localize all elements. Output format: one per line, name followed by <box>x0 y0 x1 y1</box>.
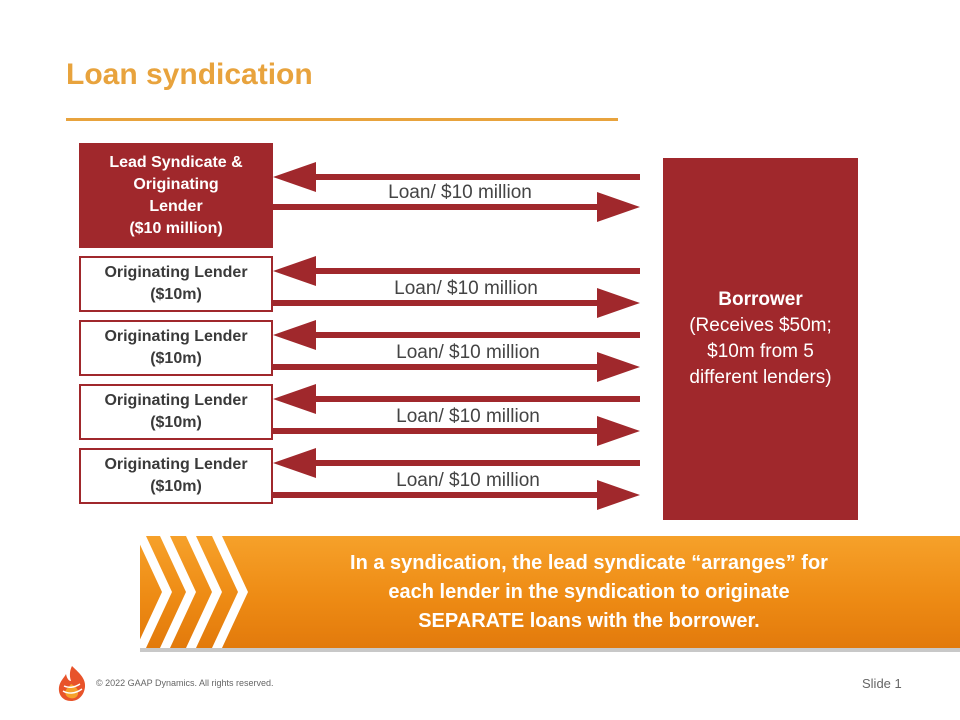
originating-lender-box-1: Originating Lender ($10m) <box>79 256 273 312</box>
originating-lender-box-2: Originating Lender ($10m) <box>79 320 273 376</box>
gaap-dynamics-logo-icon <box>58 666 86 701</box>
lead-lender-box: Lead Syndicate & Originating Lender ($10… <box>79 143 273 248</box>
slide-title: Loan syndication <box>66 58 313 91</box>
banner-shadow <box>140 648 960 652</box>
originating-lender-box-3: Originating Lender ($10m) <box>79 384 273 440</box>
chevron-icons <box>136 536 248 648</box>
left-arrow <box>273 320 640 350</box>
originating-lender-label: Originating Lender ($10m) <box>104 392 248 431</box>
loan-label-4: Loan/ $10 million <box>396 406 540 427</box>
loan-label-1: Loan/ $10 million <box>388 182 532 203</box>
loan-label-3: Loan/ $10 million <box>396 342 540 363</box>
left-arrow <box>273 448 640 478</box>
right-arrow <box>273 288 640 318</box>
banner-text: In a syndication, the lead syndicate “ar… <box>350 551 828 632</box>
lead-lender-label: Lead Syndicate & Originating Lender ($10… <box>109 153 243 237</box>
title-underline <box>66 118 618 121</box>
loan-label-5: Loan/ $10 million <box>396 470 540 491</box>
chevron-right-icon <box>186 536 222 648</box>
callout-banner <box>140 536 960 648</box>
originating-lender-label: Originating Lender ($10m) <box>104 328 248 367</box>
borrower-title: Borrower <box>718 289 803 310</box>
right-arrow <box>273 352 640 382</box>
right-arrow <box>273 480 640 510</box>
originating-lender-label: Originating Lender ($10m) <box>104 456 248 495</box>
copyright-text: © 2022 GAAP Dynamics. All rights reserve… <box>96 678 274 688</box>
left-arrow <box>273 256 640 286</box>
borrower-description: (Receives $50m; $10m from 5 different le… <box>689 315 832 388</box>
left-arrow <box>273 162 640 192</box>
loan-label-2: Loan/ $10 million <box>394 278 538 299</box>
right-arrow <box>273 192 640 222</box>
chevron-right-icon <box>136 536 172 648</box>
chevron-right-icon <box>212 536 248 648</box>
left-arrow <box>273 384 640 414</box>
borrower-box: Borrower (Receives $50m; $10m from 5 dif… <box>663 158 858 520</box>
chevron-right-icon <box>160 536 196 648</box>
originating-lender-label: Originating Lender ($10m) <box>104 264 248 303</box>
slide-number: Slide 1 <box>862 676 902 691</box>
right-arrow <box>273 416 640 446</box>
originating-lender-box-4: Originating Lender ($10m) <box>79 448 273 504</box>
